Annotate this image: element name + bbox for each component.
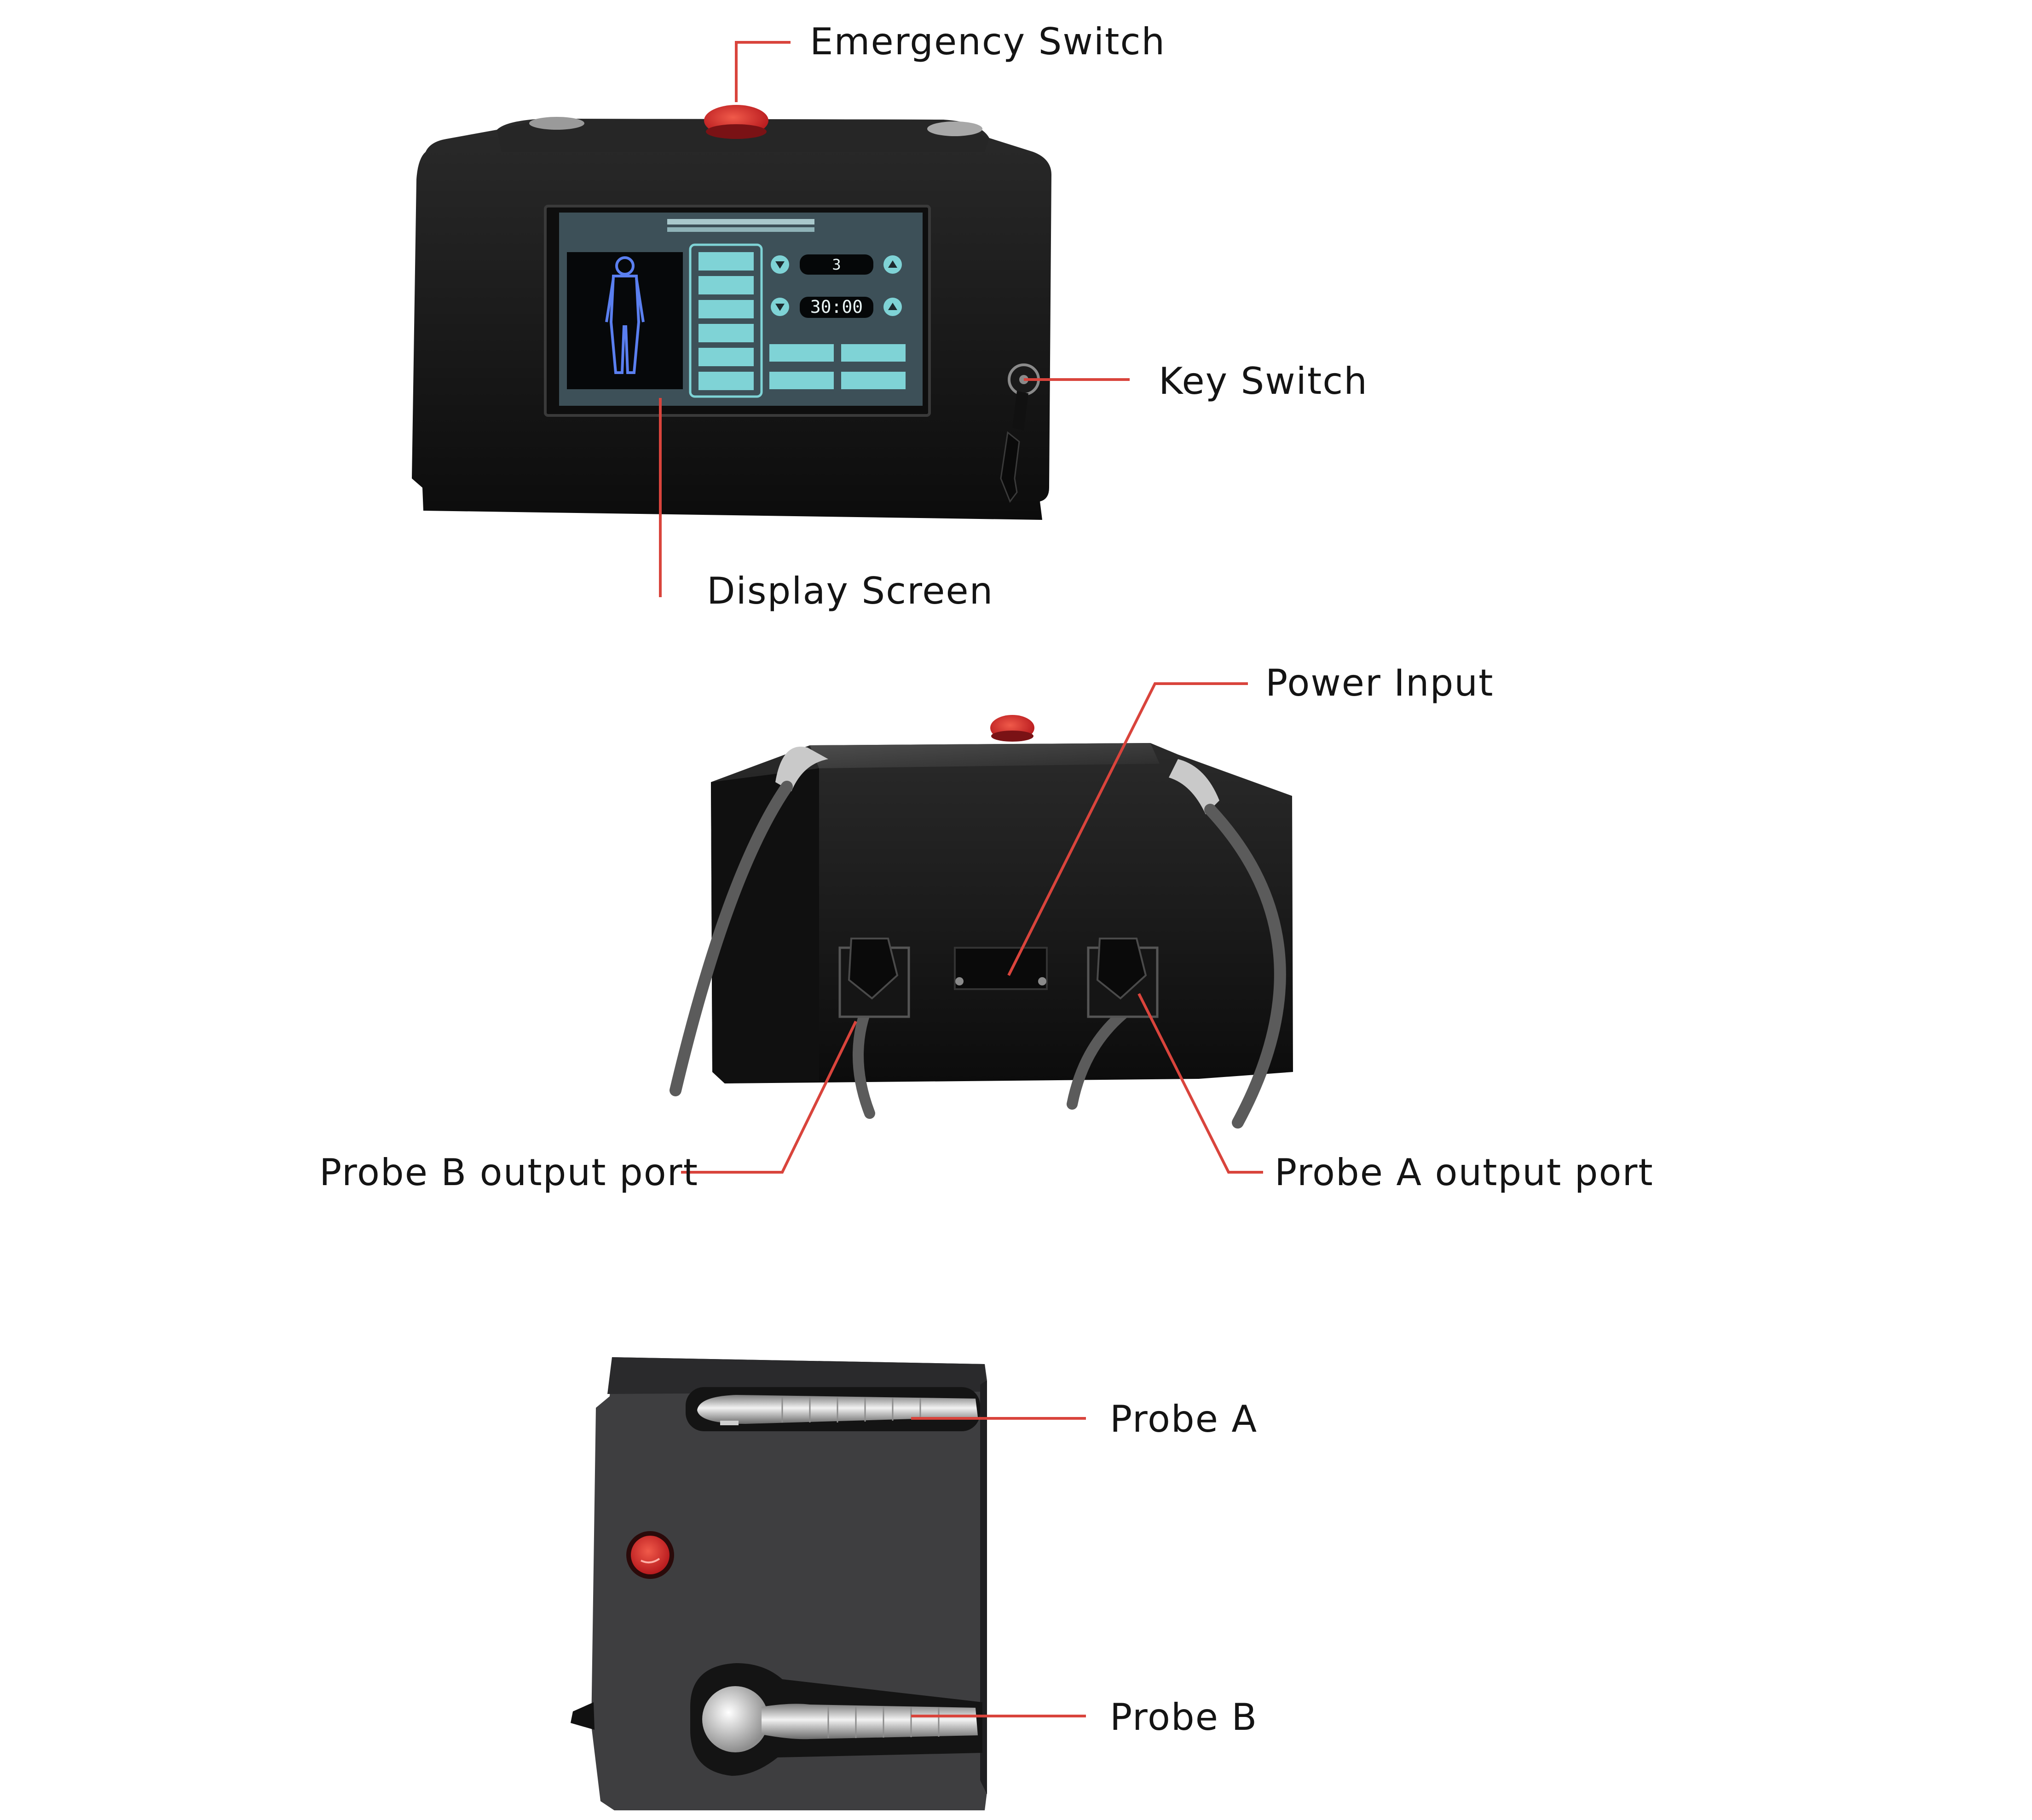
menu-button-6 — [698, 372, 754, 390]
rear-grip-left — [775, 746, 828, 791]
rear-cable-right-outer — [1204, 804, 1286, 1129]
label-key-switch: Key Switch — [1159, 360, 1368, 403]
leader-power-input — [1007, 682, 1248, 976]
screen-header-text-line-2 — [667, 227, 814, 232]
human-body-figure-icon — [605, 256, 645, 374]
handheld-probe-icon — [702, 1686, 978, 1752]
label-probe-a: Probe A — [1110, 1398, 1258, 1440]
screen-action-button-4 — [841, 372, 906, 389]
menu-button-2 — [698, 276, 754, 294]
label-display-screen: Display Screen — [707, 570, 993, 612]
body-figure-panel — [567, 252, 683, 389]
screen-action-button-3 — [769, 372, 834, 389]
side-latch — [571, 1702, 595, 1730]
leader-probe-b-output-port — [681, 1020, 857, 1174]
device-rear-left-face — [711, 768, 819, 1083]
leader-lines — [659, 41, 1263, 1717]
callout-labels: Emergency Switch Key Switch Display Scre… — [319, 20, 1654, 1739]
screen-action-button-1 — [769, 344, 834, 362]
device-top-outer-shell — [607, 1357, 987, 1394]
menu-button-3 — [698, 300, 754, 318]
power-input-socket — [954, 947, 1048, 990]
power-screw-right — [1038, 977, 1046, 985]
handheld-probe-icon — [697, 1395, 978, 1425]
menu-button-1 — [698, 252, 754, 271]
screen-action-button-2 — [841, 344, 906, 362]
leader-emergency-switch — [735, 41, 791, 102]
label-power-input: Power Input — [1265, 662, 1494, 704]
menu-button-5 — [698, 348, 754, 366]
timer-value: 30:00 — [810, 297, 863, 317]
menu-column-frame — [689, 243, 763, 398]
timer-row: 30:00 — [771, 297, 902, 318]
rear-grip-right — [1169, 759, 1219, 814]
label-probe-a-output-port: Probe A output port — [1275, 1151, 1654, 1194]
device-rear-view — [670, 715, 1293, 1129]
menu-button-4 — [698, 324, 754, 342]
emergency-stop-icon — [626, 1531, 674, 1579]
timer-display — [800, 297, 873, 318]
level-display — [800, 254, 873, 275]
device-top-right-edge — [980, 1380, 987, 1794]
level-value: 3 — [832, 256, 841, 273]
screen-action-buttons — [769, 344, 906, 389]
device-front-view: 3 30:00 — [412, 105, 1051, 520]
leader-probe-a-output-port — [1137, 993, 1263, 1174]
label-probe-b: Probe B — [1110, 1696, 1258, 1739]
probe-b-handle — [762, 1704, 978, 1739]
emergency-stop-icon — [990, 715, 1034, 742]
top-handle-right — [927, 121, 982, 136]
device-top-view — [571, 1357, 987, 1810]
probe-b-head — [702, 1686, 768, 1752]
device-rear-top — [810, 743, 1160, 768]
rear-cable-left-outer — [670, 781, 793, 1096]
screen-header-text-line-1 — [667, 219, 814, 225]
top-handle-left — [529, 117, 584, 130]
label-probe-b-output-port: Probe B output port — [319, 1151, 698, 1194]
label-emergency-switch: Emergency Switch — [810, 20, 1166, 63]
level-row: 3 — [771, 254, 902, 275]
menu-button-stack — [698, 252, 754, 390]
power-screw-left — [955, 977, 964, 985]
emergency-stop-icon — [704, 105, 768, 139]
